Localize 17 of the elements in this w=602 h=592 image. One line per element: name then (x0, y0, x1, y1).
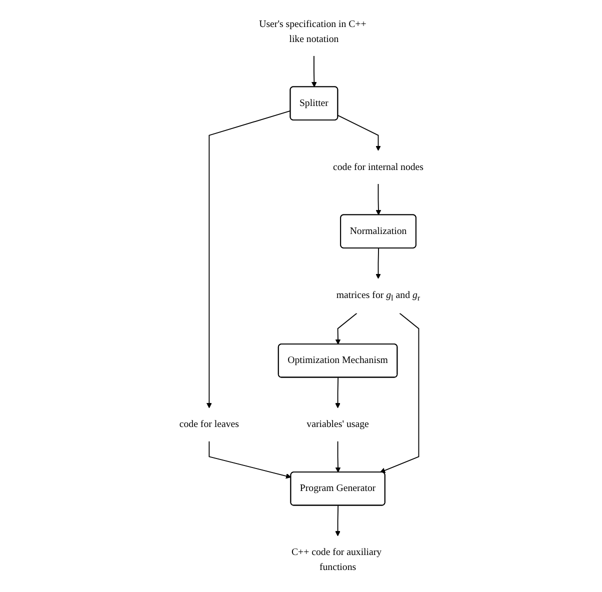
arrow (334, 440, 340, 473)
node-text: C++ code for auxiliary functions (291, 547, 382, 572)
node-text: code for internal nodes (332, 162, 424, 172)
arrow (208, 440, 291, 479)
arrow (206, 110, 291, 408)
node-text: User's specification in C++ like notation (258, 19, 366, 44)
node-text: code for leaves (178, 419, 239, 430)
arrow (311, 55, 316, 88)
arrow (379, 312, 419, 474)
arrow (375, 248, 380, 279)
arrow (334, 377, 340, 408)
node-text: variables' usage (306, 419, 368, 430)
arrow (375, 183, 381, 216)
arrow (337, 114, 380, 151)
node-text: matrices for g$_{l}$ and g$_{r}$ (336, 290, 420, 302)
arrow (334, 505, 340, 536)
arrow (334, 312, 357, 345)
